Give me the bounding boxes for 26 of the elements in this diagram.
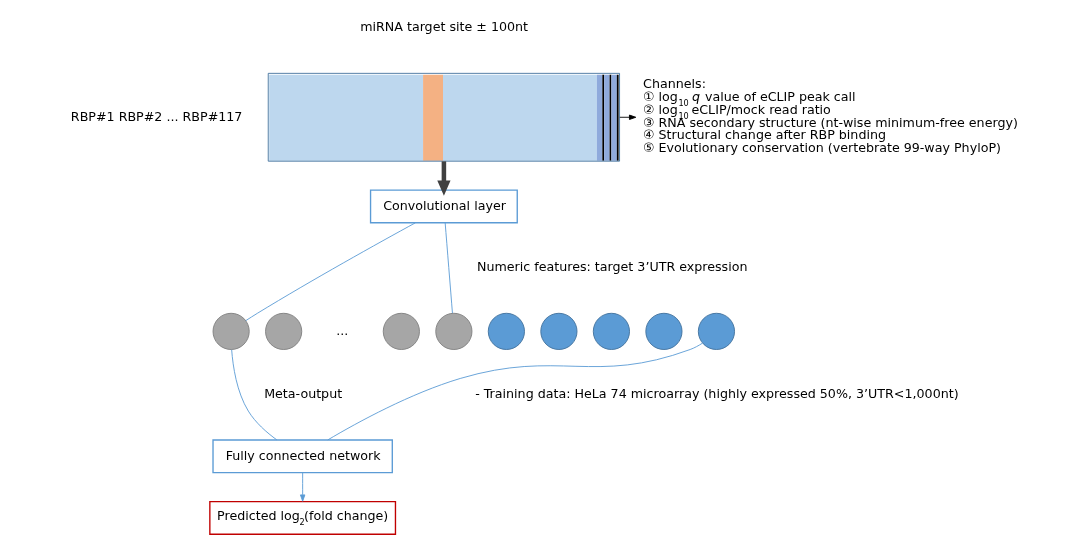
node-circle [540, 312, 578, 350]
node-text: Channels: ① log$_{10}$ q value of eCLIP peak call ② log$_{10}$ eCLIP/mock read ratio ③ RNA secondary structure (nt-wise minimum-free energy) ④ Structural change after RBP binding ⑤ Evolutionary conservation (vertebrate 99-way PhyloP) [643, 76, 1018, 155]
node-label: RBP#1 RBP#2 ... RBP#117 [70, 108, 243, 124]
node-circle [212, 312, 250, 350]
arrow [300, 472, 306, 502]
node-label: miRNA target site ± 100nt [360, 19, 529, 35]
node-circle [265, 312, 303, 350]
connector [245, 222, 416, 322]
node-circle [592, 312, 630, 350]
node-box: Convolutional layer [369, 189, 518, 224]
node-box: Fully connected network [212, 439, 393, 474]
arrow [437, 161, 451, 196]
label: Numeric features: target 3’UTR expression [476, 259, 748, 275]
connector [327, 342, 703, 441]
label: - Training data: HeLa 74 microarray (highly expressed 50%, 3’UTR<1,000nt) [475, 386, 959, 402]
node-circle [487, 312, 525, 350]
connector [231, 349, 278, 441]
node-box: Predicted log$_{2}$(fold change) [209, 500, 397, 535]
node-circle [435, 312, 473, 350]
connector [444, 222, 453, 314]
label: ... [336, 322, 349, 338]
arrow [619, 114, 637, 120]
node-circle [382, 312, 420, 350]
label: Meta-output [264, 386, 343, 402]
node-circle [697, 312, 735, 350]
node-circle [645, 312, 683, 350]
